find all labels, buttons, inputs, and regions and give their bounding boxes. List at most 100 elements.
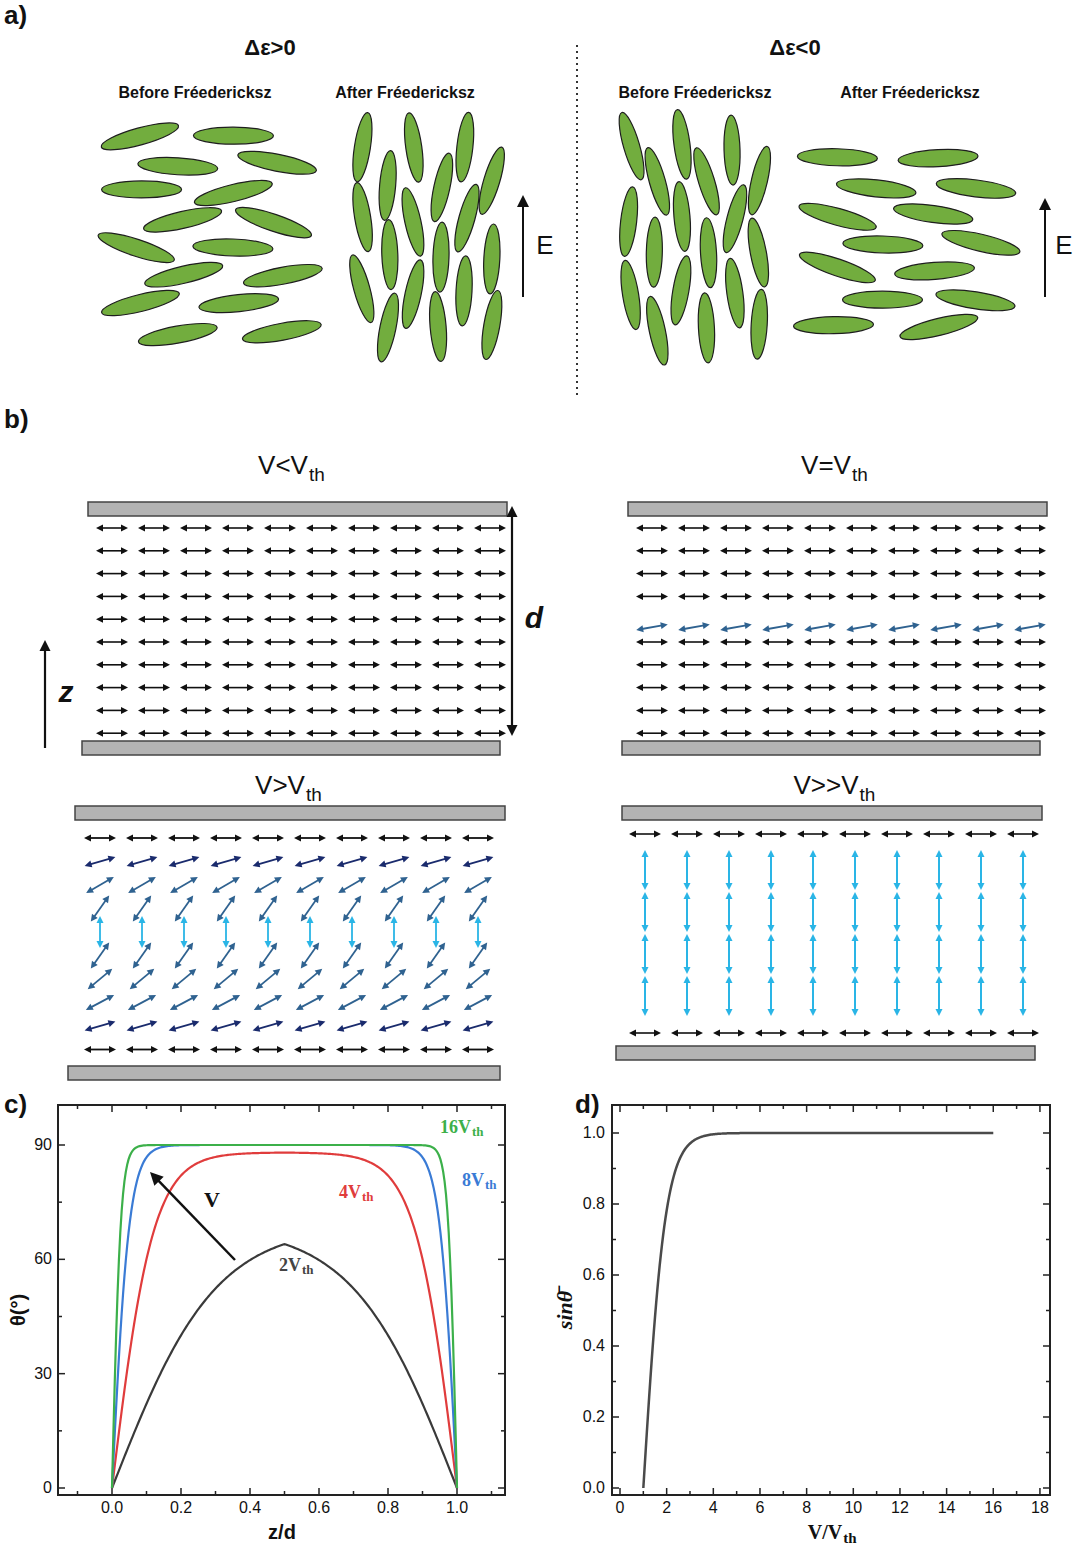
arrow-head [654, 1030, 661, 1037]
arrow-shaft [384, 837, 405, 839]
arrow-shaft [511, 515, 513, 727]
arrow-head [762, 593, 769, 600]
arrow-head [382, 982, 390, 989]
arrow-head [507, 506, 518, 517]
axis-tick [612, 1381, 616, 1383]
arrow-head [343, 914, 350, 922]
arrow-head [745, 570, 752, 577]
lc-molecule [137, 319, 219, 350]
arrow-head [484, 877, 492, 884]
arrow-head [390, 707, 397, 714]
arrow-shaft [936, 710, 957, 712]
arrow-head [457, 547, 464, 554]
arrow-head [348, 707, 355, 714]
arrow-head [127, 1025, 135, 1032]
arrow-head [978, 883, 985, 890]
arrow-head [396, 942, 403, 950]
arrow-head [499, 570, 506, 577]
arrow-head [787, 707, 794, 714]
axis-tick [422, 1491, 424, 1495]
arrow-shaft [978, 625, 998, 629]
arrow-head [390, 730, 397, 737]
arrow-head [474, 593, 481, 600]
arrow-head [744, 622, 752, 629]
arrow-shaft [768, 664, 789, 666]
arrow-head [507, 725, 518, 736]
subscript: th [309, 464, 325, 486]
arrow-head [264, 661, 271, 668]
arrow-head [642, 925, 649, 932]
arrow-head [768, 925, 775, 932]
arrow-head [169, 861, 177, 868]
axis-tick [612, 1487, 619, 1489]
arrow-shaft [270, 550, 291, 552]
arrow-head [306, 593, 313, 600]
arrow-head [972, 639, 979, 646]
arrow-shaft [726, 710, 747, 712]
arrow-head [936, 1009, 943, 1016]
arrow-head [163, 661, 170, 668]
arrow-head [671, 831, 678, 838]
axis-tick [111, 1488, 113, 1495]
arrow-shaft [642, 550, 663, 552]
arrow-head [180, 616, 187, 623]
arrow-head [212, 886, 220, 893]
arrow-head [829, 661, 836, 668]
arrow-head [189, 969, 197, 976]
arrow-head [978, 967, 985, 974]
arrow-head [276, 1020, 284, 1027]
arrow-shaft [726, 625, 746, 629]
arrow-shaft [342, 837, 363, 839]
arrow-head [147, 969, 155, 976]
arrow-shaft [728, 940, 730, 969]
arrow-head [642, 892, 649, 899]
arrow-head [738, 831, 745, 838]
arrow-head [762, 570, 769, 577]
arrow-head [720, 625, 728, 632]
arrow-shaft [260, 972, 276, 985]
arrow-shaft [894, 573, 915, 575]
arrow-shaft [438, 710, 459, 712]
arrow-head [402, 856, 410, 863]
arrow-head [829, 639, 836, 646]
arrow-shaft [936, 596, 957, 598]
arrow-shaft [854, 898, 856, 927]
arrow-head [930, 730, 937, 737]
director-panel [40, 502, 1048, 1080]
arrow-head [1014, 593, 1021, 600]
axis-tick [58, 1144, 65, 1146]
arrow-head [403, 1046, 410, 1053]
axis-tick [146, 1491, 148, 1495]
arrow-head [180, 661, 187, 668]
arrow-head [150, 1020, 158, 1027]
arrow-shaft [174, 1023, 194, 1029]
arrow-head [913, 684, 920, 691]
arrow-shaft [384, 1023, 404, 1029]
tick-label: 18 [1031, 1499, 1049, 1517]
arrow-head [133, 914, 140, 922]
axis-tick [1043, 1487, 1050, 1489]
arrow-shaft [761, 833, 782, 835]
arrow-head [108, 856, 116, 863]
arrow-head [474, 616, 481, 623]
theta-curve [112, 1145, 457, 1488]
arrow-shaft [810, 664, 831, 666]
arrow-head [222, 525, 229, 532]
axis-tick [387, 1105, 389, 1112]
arrow-shaft [684, 664, 705, 666]
arrow-shaft [133, 880, 151, 890]
arrow-head [972, 707, 979, 714]
arrow-shaft [312, 710, 333, 712]
tick-label: 8 [802, 1499, 811, 1517]
axis-tick [318, 1488, 320, 1495]
panel-letter: a) [4, 1, 27, 31]
arrow-head [289, 547, 296, 554]
arrow-head [852, 934, 859, 941]
arrow-head [780, 1030, 787, 1037]
arrow-shaft [852, 664, 873, 666]
arrow-shaft [228, 664, 249, 666]
arrow-head [138, 616, 145, 623]
arrow-head [138, 684, 145, 691]
arrow-head [296, 886, 304, 893]
arrow-head [163, 684, 170, 691]
